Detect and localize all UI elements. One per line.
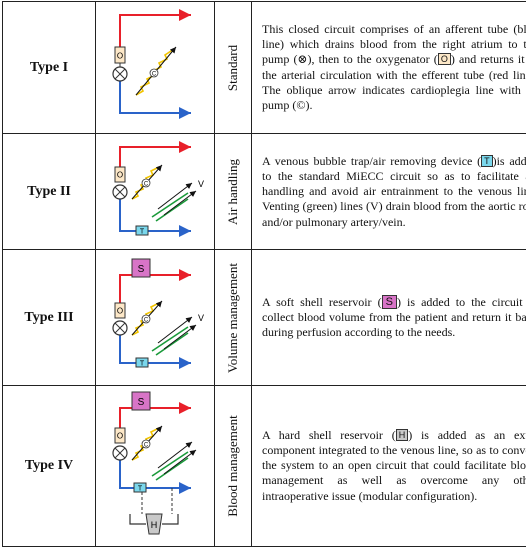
table-row: Type I O C	[2, 0, 526, 135]
category-cell: Air handling	[214, 133, 252, 251]
bubble-trap-icon: T	[135, 357, 149, 368]
table-row: Type II O T	[2, 133, 526, 251]
venous-line	[119, 335, 191, 370]
vent-lines	[151, 441, 197, 481]
soft-reservoir-icon: S	[131, 391, 151, 411]
pump-icon	[112, 66, 128, 82]
svg-text:C: C	[144, 318, 149, 324]
circuit-diagram-type-1: O C	[95, 0, 215, 135]
oxygenator-icon: O	[114, 166, 126, 183]
type-label: Type III	[2, 249, 96, 386]
type-label: Type IV	[2, 384, 96, 548]
svg-text:C: C	[144, 443, 149, 449]
svg-text:C: C	[144, 181, 149, 187]
category-label: Standard	[225, 44, 240, 91]
svg-text:O: O	[117, 51, 123, 60]
type-label: Type II	[2, 133, 96, 251]
description: A soft shell reservoir (S) is added to t…	[251, 249, 526, 386]
circuit-diagram-type-3: S O T C	[95, 249, 215, 386]
hard-reservoir-loop	[129, 488, 179, 525]
cardioplegia-icon: C	[135, 46, 177, 96]
arterial-line	[119, 8, 191, 47]
soft-reservoir-symbol: S	[381, 294, 397, 309]
bubble-trap-icon: T	[135, 225, 149, 236]
description: A venous bubble trap/air removing device…	[251, 133, 526, 251]
svg-text:V: V	[198, 179, 204, 189]
category-cell: Blood management	[214, 384, 252, 548]
venous-line	[119, 198, 191, 237]
cardioplegia-icon: C	[131, 164, 163, 200]
category-label: Air handling	[225, 158, 240, 225]
svg-text:V: V	[198, 313, 204, 323]
cardioplegia-icon: C	[131, 300, 163, 336]
cardioplegia-icon: C	[131, 425, 163, 462]
bubble-trap-symbol: T	[481, 154, 493, 167]
vent-lines: V	[151, 313, 204, 356]
type-label: Type I	[2, 0, 96, 135]
svg-text:S: S	[138, 397, 145, 408]
svg-text:T: T	[138, 486, 143, 493]
pump-icon	[112, 320, 128, 336]
category-cell: Volume management	[214, 249, 252, 386]
svg-text:T: T	[140, 361, 145, 368]
category-label: Blood management	[225, 415, 240, 517]
category-cell: Standard	[214, 0, 252, 135]
svg-text:C: C	[152, 71, 157, 77]
svg-text:O: O	[117, 307, 123, 316]
arterial-line	[119, 269, 191, 304]
svg-text:S: S	[138, 264, 145, 275]
svg-text:O: O	[117, 170, 123, 179]
bubble-trap-icon: T	[133, 482, 147, 493]
table-row: Type IV S O	[2, 384, 526, 548]
circuit-diagram-type-2: O T C	[95, 133, 215, 251]
description: A hard shell reservoir (H) is added as a…	[251, 384, 526, 548]
hard-reservoir-symbol: H	[395, 428, 409, 441]
venous-line	[119, 80, 191, 119]
vent-lines: V	[151, 179, 204, 222]
circuit-diagram-type-4: S O T C	[95, 384, 215, 548]
table-row: Type III S O	[2, 249, 526, 386]
pump-icon	[112, 445, 128, 461]
oxygenator-icon: O	[114, 46, 126, 64]
venous-line	[119, 460, 191, 495]
category-label: Volume management	[225, 262, 240, 373]
oxygenator-icon: O	[114, 302, 126, 319]
arterial-line	[119, 402, 191, 429]
svg-text:H: H	[151, 520, 158, 530]
oxygenator-symbol: O	[437, 53, 451, 66]
oxygenator-icon: O	[114, 427, 126, 444]
arterial-line	[119, 140, 191, 167]
description: This closed circuit comprises of an affe…	[251, 0, 526, 135]
pump-icon	[112, 184, 128, 200]
soft-reservoir-icon: S	[131, 258, 151, 278]
svg-text:O: O	[117, 432, 123, 441]
hard-reservoir-icon: H	[145, 513, 163, 535]
svg-text:T: T	[140, 228, 145, 235]
